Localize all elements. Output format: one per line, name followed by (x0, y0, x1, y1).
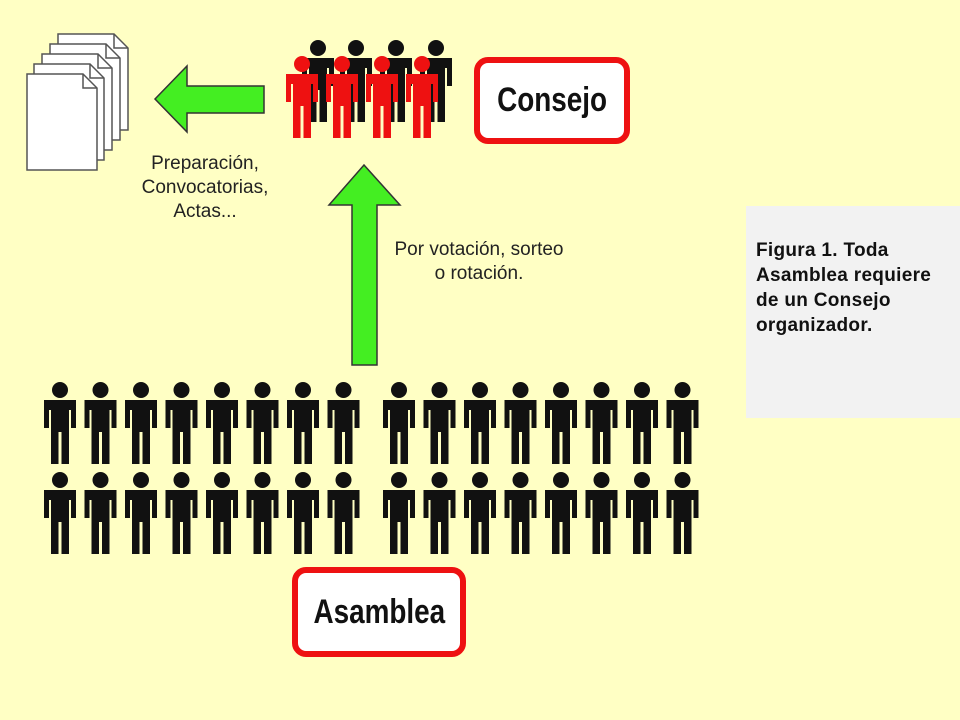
council-label: Consejo (497, 81, 607, 119)
person-icon (84, 472, 117, 554)
assembly-people (44, 382, 699, 554)
assembly-label-box: Asamblea (292, 567, 466, 657)
person-icon (165, 382, 198, 464)
person-icon (626, 472, 658, 554)
preparation-caption-line: Preparación, (151, 153, 259, 174)
person-icon (383, 382, 415, 464)
person-icon (545, 382, 577, 464)
person-icon (464, 382, 496, 464)
selection-caption-line: o rotación. (434, 263, 524, 284)
person-icon (585, 382, 618, 464)
selection-caption: Por votación, sorteo o rotación. (372, 238, 586, 286)
figure-caption-panel: Figura 1. Toda Asamblea requiere de un C… (746, 206, 960, 418)
person-icon (287, 472, 319, 554)
selection-caption-line: Por votación, sorteo (394, 239, 564, 260)
person-icon (327, 382, 360, 464)
person-icon (84, 382, 117, 464)
person-icon (504, 382, 537, 464)
person-icon (585, 472, 618, 554)
person-icon (246, 382, 279, 464)
council-people (286, 40, 452, 138)
person-icon (464, 472, 496, 554)
figure-caption: Figura 1. Toda Asamblea requiere de un C… (756, 240, 932, 336)
person-icon (44, 472, 76, 554)
person-icon (666, 472, 699, 554)
preparation-caption-line: Actas... (173, 201, 237, 222)
person-icon (125, 382, 157, 464)
person-icon (125, 472, 157, 554)
person-icon (246, 472, 279, 554)
assembly-label: Asamblea (313, 592, 445, 631)
arrow-left-icon (153, 64, 265, 134)
person-icon (165, 472, 198, 554)
person-icon (423, 472, 456, 554)
person-icon (545, 472, 577, 554)
person-icon (626, 382, 658, 464)
person-icon (666, 382, 699, 464)
person-icon (383, 472, 415, 554)
council-label-box: Consejo (474, 57, 630, 144)
preparation-caption: Preparación, Convocatorias, Actas... (110, 152, 300, 224)
document-stack-icon (26, 33, 129, 171)
person-icon (287, 382, 319, 464)
person-icon (504, 472, 537, 554)
preparation-caption-line: Convocatorias, (141, 177, 269, 198)
person-icon (327, 472, 360, 554)
person-icon (423, 382, 456, 464)
person-icon (206, 382, 238, 464)
person-icon (206, 472, 238, 554)
person-icon (44, 382, 76, 464)
arrow-up-icon (327, 163, 402, 366)
